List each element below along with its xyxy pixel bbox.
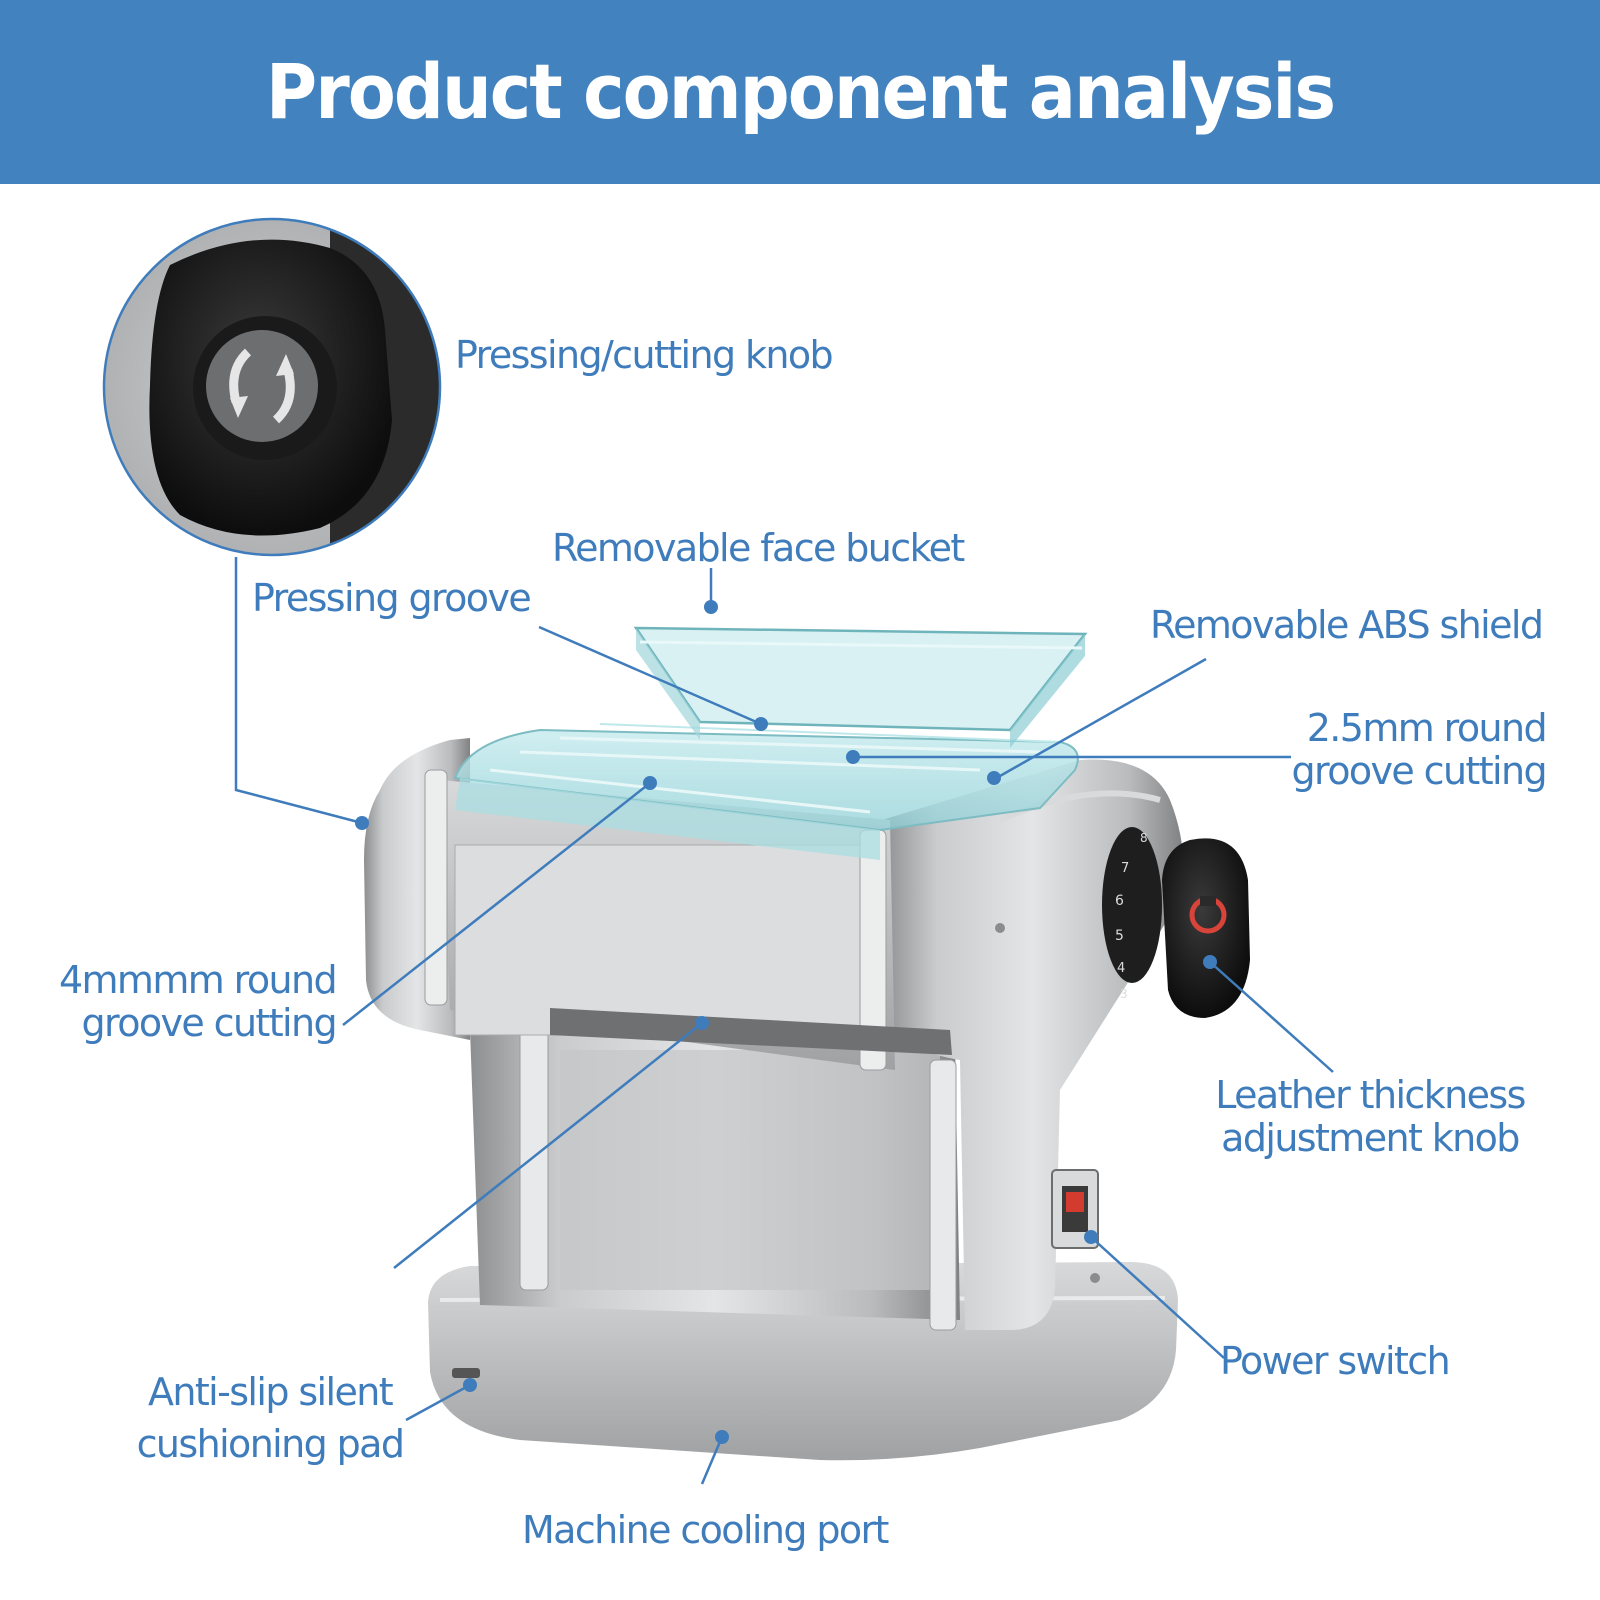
label-line: Leather thickness (1215, 1073, 1526, 1117)
label-line: cushioning pad (136, 1422, 405, 1466)
label-line: Anti-slip silent (147, 1370, 394, 1414)
dot-4mm (643, 776, 657, 790)
dial-number: 7 (1121, 861, 1129, 876)
thickness-dial (1102, 827, 1162, 983)
leader-dots (355, 600, 1217, 1444)
leader-lines (234, 557, 1334, 1485)
label-line: groove cutting (1291, 749, 1548, 793)
label-line: 4mmmm round (58, 958, 338, 1002)
page-title: Product component analysis (265, 47, 1336, 137)
label-machine-cooling-port: Machine cooling port (522, 1508, 889, 1552)
label-line: 2.5mm round (1306, 706, 1548, 750)
dot-bucket (704, 600, 718, 614)
label-power-switch: Power switch (1220, 1339, 1451, 1383)
dot-pressing-groove (754, 717, 768, 731)
leader-thickness (1209, 961, 1334, 1073)
dot-cooling (715, 1430, 729, 1444)
dot-2-5mm (987, 771, 1001, 785)
dot-knob (355, 816, 369, 830)
label-anti-slip-pad: Anti-slip silent cushioning pad (120, 1366, 420, 1470)
label-2-5mm-round-groove: 2.5mm round groove cutting (1240, 706, 1548, 793)
dial-number: 5 (1115, 928, 1124, 944)
dial-number: 6 (1115, 893, 1124, 909)
leader-knob (234, 557, 363, 825)
label-line: adjustment knob (1221, 1116, 1520, 1160)
header-banner: Product component analysis (0, 0, 1600, 184)
dot-anti-slip (463, 1378, 477, 1392)
anti-slip-pad (452, 1368, 480, 1378)
label-line: groove cutting (81, 1001, 338, 1045)
leader-4mm (342, 782, 651, 1026)
label-removable-face-bucket: Removable face bucket (552, 526, 965, 570)
label-removable-abs-shield: Removable ABS shield (1150, 603, 1544, 647)
dial-number: 4 (1117, 961, 1125, 976)
dot-power (1084, 1230, 1098, 1244)
dial-number: 3 (1120, 987, 1128, 1001)
label-4mm-round-groove: 4mmmm round groove cutting (30, 958, 338, 1045)
leader-cooling (700, 1436, 724, 1485)
knob-zoom-circle (102, 217, 442, 557)
pasta-machine: 8 7 6 5 4 3 (364, 626, 1250, 1461)
dial-number: 8 (1140, 831, 1148, 845)
label-thickness-adjustment-knob: Leather thickness adjustment knob (1200, 1074, 1540, 1160)
label-pressing-groove: Pressing groove (252, 576, 532, 620)
dot-lower-roller (695, 1016, 709, 1030)
leader-pressing-groove (538, 625, 762, 726)
dot-abs-shield (846, 750, 860, 764)
leader-anti-slip (405, 1383, 471, 1422)
label-pressing-cutting-knob: Pressing/cutting knob (455, 333, 834, 377)
leader-lower-roller (393, 1022, 703, 1269)
dot-thickness (1203, 955, 1217, 969)
leader-power (1090, 1236, 1225, 1359)
thickness-knob-icon (1162, 838, 1250, 1018)
